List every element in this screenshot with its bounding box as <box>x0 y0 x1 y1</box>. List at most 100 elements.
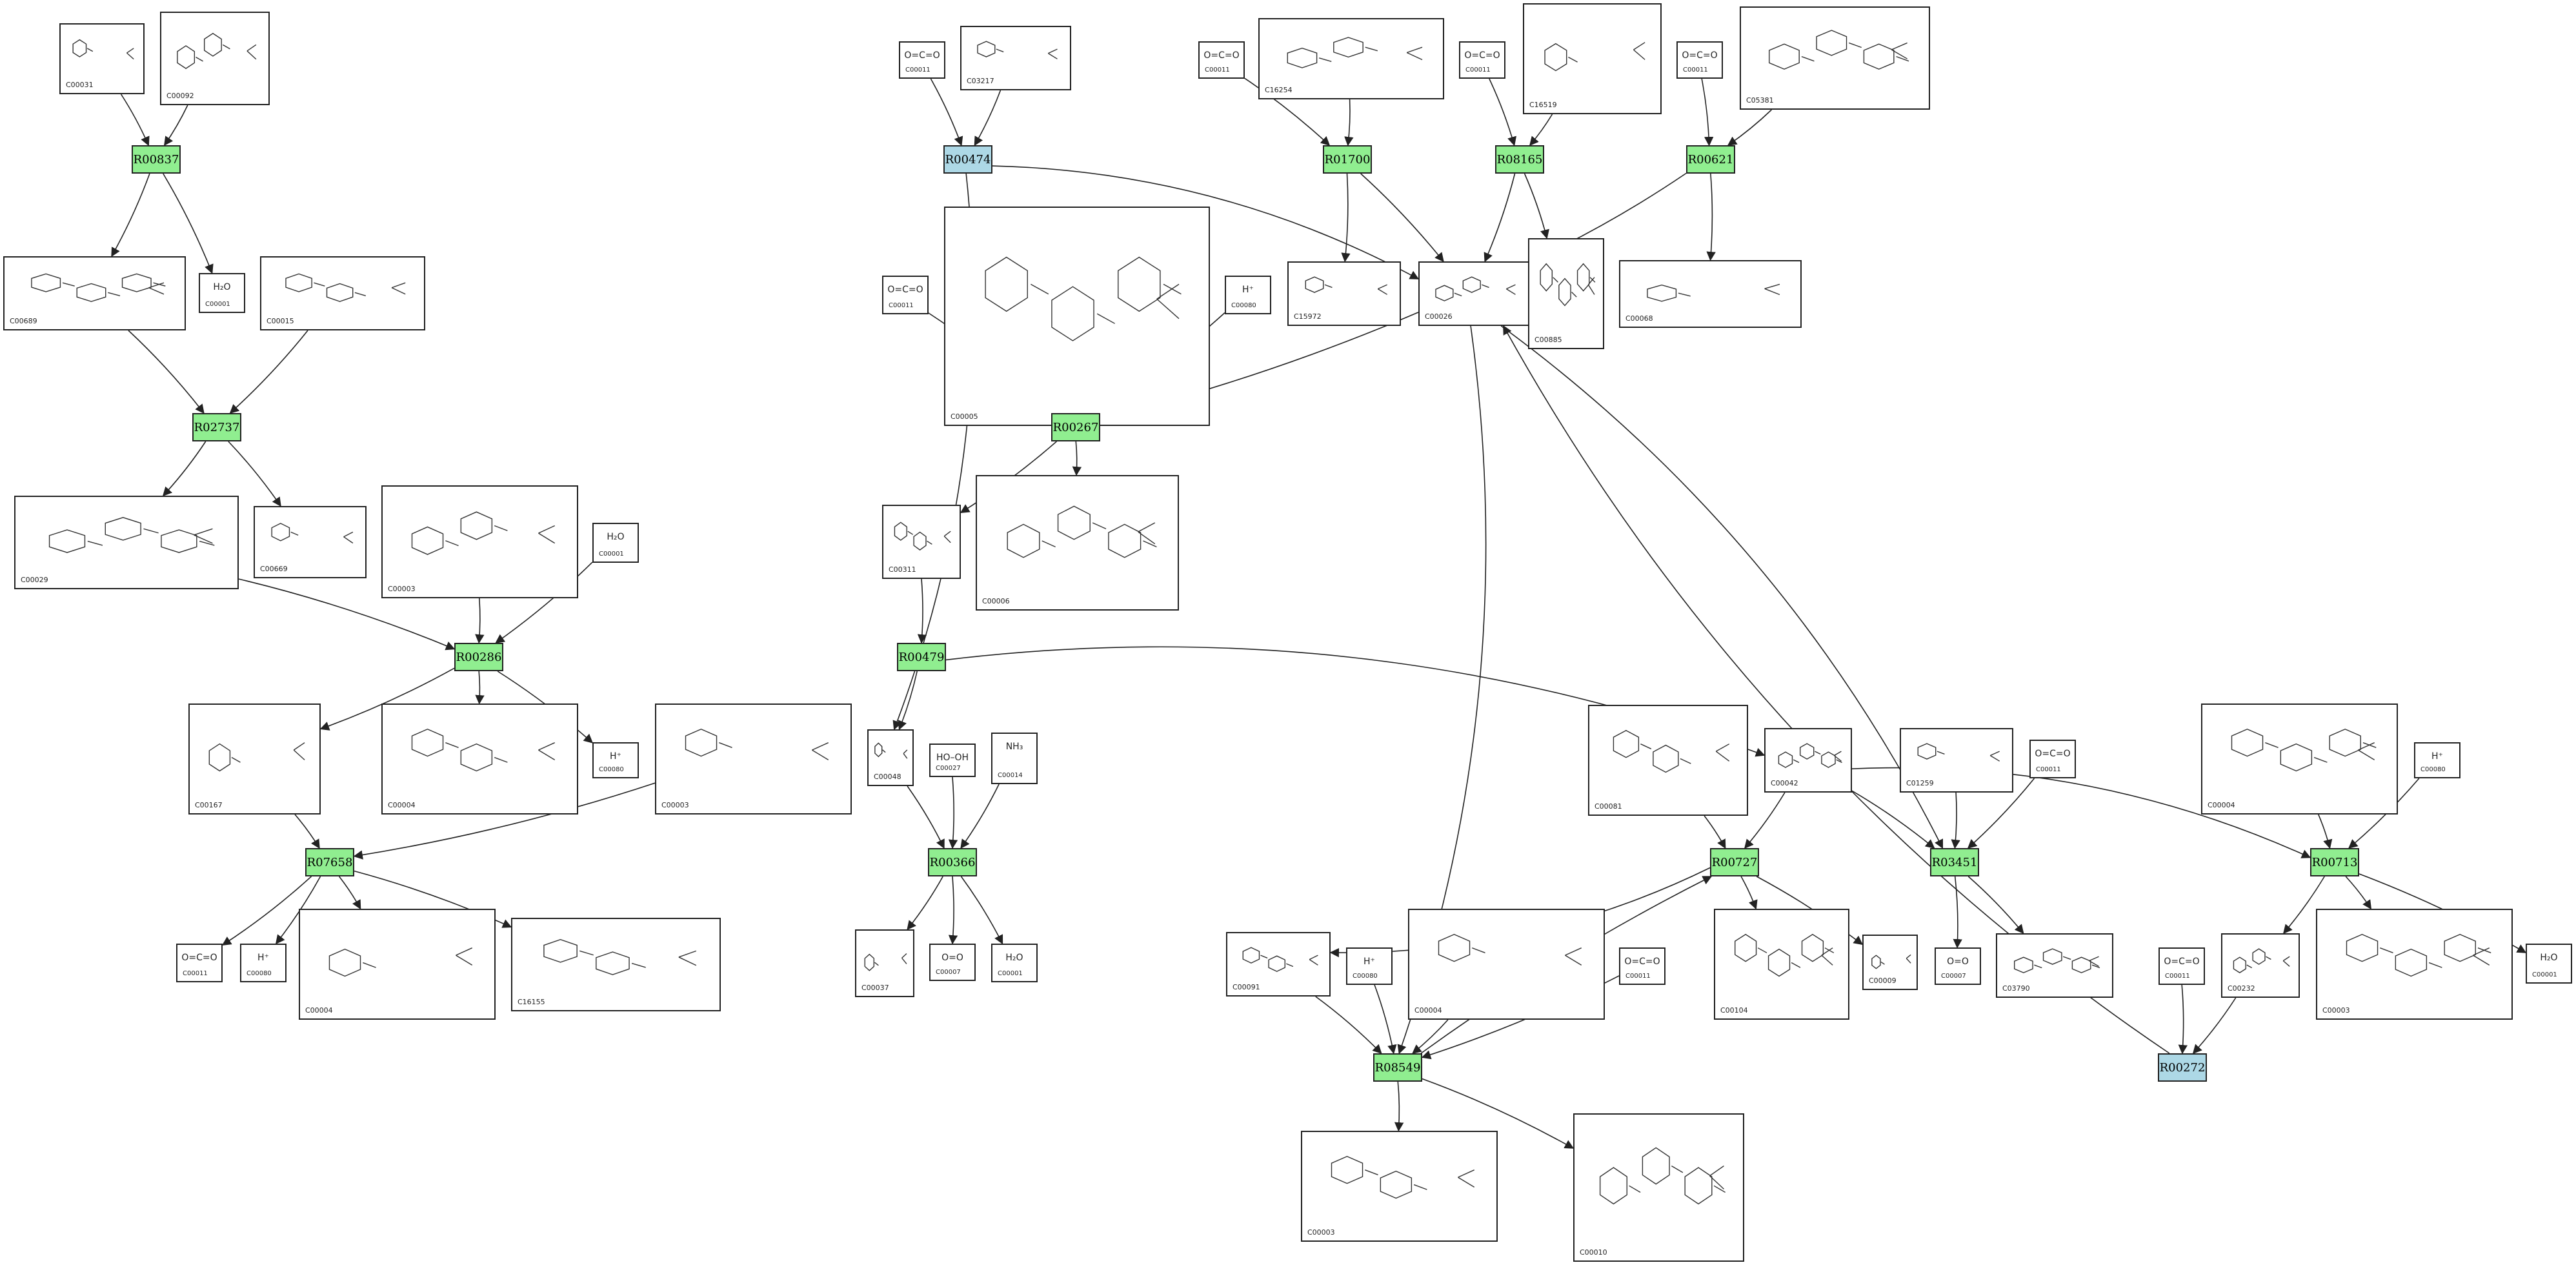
compound-c00015[interactable]: C00015 <box>260 256 425 330</box>
compound-c00092[interactable]: C00092 <box>160 12 270 105</box>
edge-r02737-to-n6 <box>162 441 206 497</box>
reaction-r00267[interactable]: R00267 <box>1051 413 1100 441</box>
reaction-r00837[interactable]: R00837 <box>132 145 181 174</box>
compound-c00004[interactable]: C00004 <box>299 909 496 1020</box>
edge-r00713-to-n57 <box>2345 876 2372 910</box>
compound-c03217[interactable]: C03217 <box>960 26 1071 90</box>
structure-drawing <box>316 918 479 992</box>
compound-c00003[interactable]: C00003 <box>2316 909 2513 1020</box>
compound-c00080[interactable]: H⁺C00080 <box>2414 742 2460 778</box>
structure-drawing <box>398 713 561 787</box>
structure-drawing <box>200 713 309 787</box>
compound-c00091[interactable]: C00091 <box>1226 932 1331 997</box>
compound-c16155[interactable]: C16155 <box>511 918 721 1011</box>
structure-drawing <box>1726 918 1837 992</box>
edge-n38-to-r03451 <box>1500 325 1944 849</box>
reaction-r07658[interactable]: R07658 <box>305 848 354 876</box>
compound-c00311[interactable]: C00311 <box>882 505 961 579</box>
compound-c00004[interactable]: C00004 <box>2201 703 2398 815</box>
reaction-r00474[interactable]: R00474 <box>943 145 992 174</box>
edge-r08549-to-n59 <box>1394 1081 1404 1132</box>
reaction-r00727[interactable]: R00727 <box>1710 848 1759 876</box>
reaction-r01700[interactable]: R01700 <box>1323 145 1372 174</box>
compound-c00080[interactable]: H⁺C00080 <box>240 944 287 982</box>
compound-c00669[interactable]: C00669 <box>254 506 367 578</box>
compound-c00081[interactable]: C00081 <box>1588 705 1748 816</box>
compound-c03790[interactable]: C03790 <box>1996 933 2113 998</box>
compound-c00010[interactable]: C00010 <box>1573 1113 1744 1262</box>
compound-id-label: C00010 <box>1580 1248 1607 1257</box>
compound-c00003[interactable]: C00003 <box>1301 1131 1498 1242</box>
structure-drawing <box>1298 268 1391 310</box>
structure-drawing <box>1274 26 1429 79</box>
compound-c00031[interactable]: C00031 <box>59 23 145 94</box>
compound-c00167[interactable]: C00167 <box>188 703 321 815</box>
compound-c00029[interactable]: C00029 <box>14 496 239 589</box>
compound-c00005[interactable]: C00005 <box>944 207 1210 426</box>
compound-c00004[interactable]: C00004 <box>381 703 578 815</box>
structure-drawing <box>2218 713 2381 787</box>
compound-c05381[interactable]: C05381 <box>1740 6 1930 110</box>
compound-c00048[interactable]: C00048 <box>867 729 914 786</box>
compound-c00068[interactable]: C00068 <box>1619 260 1802 328</box>
compound-c00004[interactable]: C00004 <box>1408 909 1605 1020</box>
reaction-r02737[interactable]: R02737 <box>192 413 241 441</box>
compound-c00080[interactable]: H⁺C00080 <box>1225 276 1271 314</box>
compound-c00885[interactable]: C00885 <box>1528 238 1604 349</box>
reaction-r00479[interactable]: R00479 <box>897 643 946 671</box>
reaction-r00713[interactable]: R00713 <box>2310 848 2359 876</box>
reaction-r00272[interactable]: R00272 <box>2158 1053 2207 1082</box>
compound-c00003[interactable]: C00003 <box>381 485 578 598</box>
reaction-r00621[interactable]: R00621 <box>1686 145 1735 174</box>
reaction-r00366[interactable]: R00366 <box>928 848 977 876</box>
reaction-r08549[interactable]: R08549 <box>1373 1053 1422 1082</box>
compound-c00006[interactable]: C00006 <box>976 475 1179 611</box>
compound-c00026[interactable]: C00026 <box>1418 261 1529 326</box>
compound-c00104[interactable]: C00104 <box>1714 909 1849 1020</box>
compound-c00003[interactable]: C00003 <box>655 703 852 815</box>
edge-n56-to-r00272 <box>2192 997 2237 1055</box>
edge-r00727-to-n51 <box>1740 876 1758 910</box>
compound-c16519[interactable]: C16519 <box>1523 3 1662 114</box>
compound-c00042[interactable]: C00042 <box>1764 728 1852 793</box>
compound-c00080[interactable]: H⁺C00080 <box>592 742 639 778</box>
compound-id-label: C01259 <box>1906 779 1934 787</box>
structure-drawing <box>1635 267 1786 311</box>
reaction-r03451[interactable]: R03451 <box>1930 848 1979 876</box>
compound-c15972[interactable]: C15972 <box>1287 261 1401 326</box>
compound-id-label: C00001 <box>599 551 624 558</box>
compound-id-label: C03790 <box>2002 984 2030 993</box>
compound-c00009[interactable]: C00009 <box>1862 935 1918 990</box>
structure-drawing <box>2333 918 2496 992</box>
compound-c00080[interactable]: H⁺C00080 <box>1346 947 1393 985</box>
compound-c16254[interactable]: C16254 <box>1258 18 1444 99</box>
compound-c00689[interactable]: C00689 <box>3 256 186 330</box>
compound-c00037[interactable]: C00037 <box>855 929 914 997</box>
compound-id-label: C00031 <box>66 81 94 89</box>
reaction-r08165[interactable]: R08165 <box>1495 145 1544 174</box>
compound-c01259[interactable]: C01259 <box>1900 728 2013 793</box>
edge-r00621-to-n40 <box>1706 173 1716 261</box>
reaction-r00286[interactable]: R00286 <box>454 643 503 671</box>
edge-n33-to-r08165 <box>1489 78 1517 147</box>
compound-id-label: C00014 <box>998 772 1023 779</box>
formula-glyph: O=C=O <box>1682 50 1718 61</box>
compound-c00232[interactable]: C00232 <box>2221 933 2300 998</box>
